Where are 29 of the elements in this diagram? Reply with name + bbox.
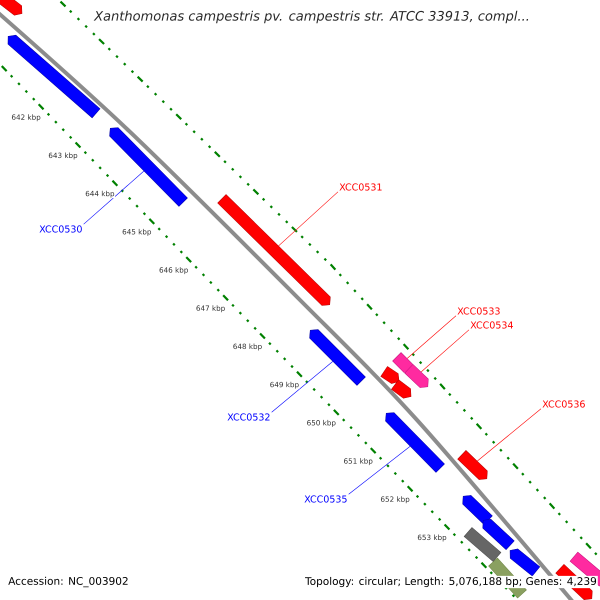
leader-line	[271, 361, 333, 412]
leader-line	[83, 170, 144, 224]
gene-bar	[404, 364, 429, 388]
leader-line	[406, 316, 456, 359]
gene-bar	[380, 366, 400, 384]
gene-bar	[391, 379, 412, 399]
gene-bar	[457, 450, 488, 480]
gene-label: XCC0536	[542, 400, 585, 408]
gene-bar	[309, 329, 366, 386]
gene-label: XCC0533	[457, 307, 500, 315]
gene-label: XCC0531	[339, 183, 382, 191]
leader-line	[278, 191, 338, 246]
title: Xanthomonas campestris pv. campestris str. ATCC 33913, compl...	[94, 10, 528, 24]
leader-line	[477, 408, 542, 462]
footer-text: Accession: NC_003902	[7, 576, 130, 588]
gene-bar	[462, 495, 493, 525]
gene-label: XCC0530	[39, 225, 82, 233]
gene-bar	[482, 519, 514, 550]
gene-bar	[385, 412, 445, 473]
gene-label: XCC0535	[304, 495, 347, 503]
gene-bar	[217, 194, 331, 306]
gene-label: XCC0534	[470, 321, 513, 329]
leader-line	[420, 330, 470, 372]
gene-bar	[510, 548, 540, 576]
gene-box	[464, 527, 502, 562]
leader-line	[348, 446, 410, 494]
footer-text: Topology: circular; Length: 5,076,188 bp; Genes: 4,239	[304, 576, 598, 588]
gene-bar	[0, 0, 22, 16]
gene-label: XCC0532	[227, 413, 270, 421]
